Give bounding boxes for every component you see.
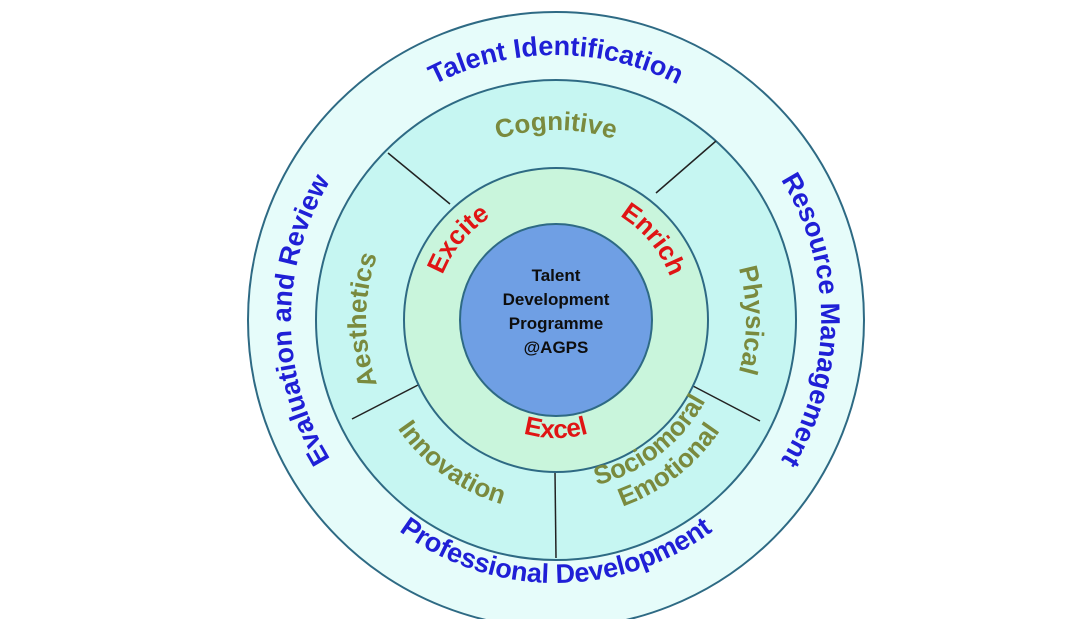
divider-cognitive-physical: [655, 140, 717, 194]
divider-sociomoral-innovation: [554, 471, 557, 559]
divider-physical-sociomoral: [692, 385, 761, 422]
center-circle: [459, 223, 653, 417]
inner-label-excel: Excel: [522, 410, 590, 444]
divider-aesthetics-cognitive: [387, 152, 451, 205]
center-line-4: @AGPS: [524, 338, 589, 357]
center-line-3: Programme: [509, 314, 603, 333]
divider-innovation-aesthetics: [351, 383, 421, 420]
center-line-1: Talent: [532, 266, 581, 285]
center-line-2: Development: [503, 290, 610, 309]
